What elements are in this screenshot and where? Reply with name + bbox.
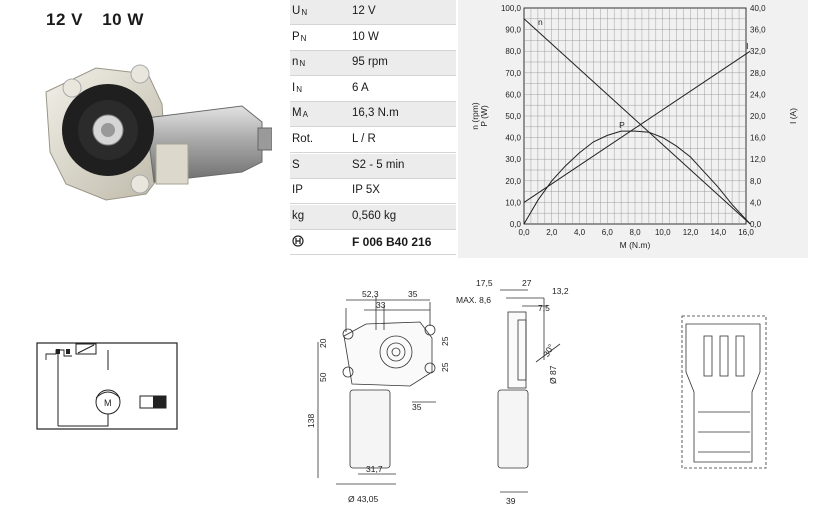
- spec-symbol: Rot.: [292, 133, 314, 145]
- spec-symbol: UN: [292, 5, 308, 17]
- spec-value: 12 V: [352, 5, 376, 17]
- series-line-P: [523, 130, 751, 225]
- motor-symbol: M: [104, 398, 112, 408]
- y-left-tick-label: 0,0: [510, 220, 522, 229]
- spec-row: IN 6 A: [290, 77, 456, 102]
- series-label-I: I: [746, 41, 748, 51]
- y-left-tick-label: 70,0: [505, 69, 521, 78]
- y-right-axis-label: I (A): [788, 108, 798, 124]
- series-line-I: [523, 50, 751, 203]
- y-left-tick-label: 20,0: [505, 177, 521, 186]
- dim-52-3: 52,3: [362, 289, 379, 299]
- spec-value: 6 A: [352, 81, 369, 94]
- x-axis-label: M (N.m): [620, 240, 651, 250]
- y-left-axis-label: P (W): [479, 105, 489, 127]
- spec-symbol: S: [292, 158, 300, 171]
- x-tick-label: 12,0: [683, 228, 699, 237]
- product-title: 12 V 10 W: [46, 10, 158, 30]
- part-number-row: F 006 B40 216: [290, 230, 456, 256]
- bosch-logo-icon: [292, 235, 304, 250]
- connector-drawing: [681, 315, 767, 469]
- y-right-tick-label: 12,0: [750, 155, 766, 164]
- x-tick-label: 16,0: [738, 228, 754, 237]
- y-right-tick-label: 4,0: [750, 198, 762, 207]
- spec-row: kg 0,560 kg: [290, 204, 456, 230]
- x-tick-label: 0,0: [518, 228, 530, 237]
- rated-voltage: 12 V: [46, 10, 83, 29]
- spec-symbol: IP: [292, 184, 303, 197]
- y-right-tick-label: 8,0: [750, 177, 762, 186]
- y-right-tick-label: 36,0: [750, 26, 766, 35]
- y-right-tick-label: 32,0: [750, 47, 766, 56]
- spec-row: S S2 - 5 min: [290, 153, 456, 179]
- spec-symbol: MA: [292, 107, 308, 120]
- y-left-tick-label: 30,0: [505, 155, 521, 164]
- spec-symbol: nN: [292, 56, 306, 69]
- y-left-tick-label: 90,0: [505, 26, 521, 35]
- y-left-tick-label: 50,0: [505, 112, 521, 121]
- dim-35-top: 35: [408, 289, 418, 299]
- y-right-tick-label: 0,0: [750, 220, 762, 229]
- x-tick-label: 8,0: [629, 228, 641, 237]
- x-tick-label: 6,0: [602, 228, 614, 237]
- dim-7-5: 7,5: [538, 303, 550, 313]
- spec-symbol: kg: [292, 209, 305, 222]
- y-right-tick-label: 20,0: [750, 112, 766, 121]
- spec-value: 95 rpm: [352, 56, 388, 69]
- x-tick-label: 10,0: [655, 228, 671, 237]
- y-right-tick-label: 24,0: [750, 90, 766, 99]
- spec-symbol: IN: [292, 81, 302, 94]
- motor-photo: [45, 64, 272, 201]
- spec-row: IP IP 5X: [290, 179, 456, 205]
- dim-13-2: 13,2: [552, 286, 569, 296]
- dim-20: 20: [318, 338, 328, 348]
- spec-value: S2 - 5 min: [352, 158, 405, 171]
- y-right-tick-label: 16,0: [750, 134, 766, 143]
- dim-39: 39: [506, 496, 516, 506]
- series-label-P: P: [619, 120, 625, 130]
- spec-value: IP 5X: [352, 184, 380, 197]
- spec-row: UN 12 V: [290, 0, 456, 25]
- dim-31-7: 31,7: [366, 464, 383, 474]
- spec-row: Rot. L / R: [290, 128, 456, 153]
- spec-row: MA 16,3 N.m: [290, 102, 456, 128]
- spec-value: 16,3 N.m: [352, 107, 399, 120]
- spec-symbol: PN: [292, 30, 307, 43]
- spec-row: PN 10 W: [290, 26, 456, 51]
- series-label-n: n: [538, 17, 543, 27]
- series-line-n: [523, 18, 751, 225]
- dim-25-a: 25: [440, 336, 450, 346]
- x-tick-label: 14,0: [710, 228, 726, 237]
- dim-27: 27: [522, 278, 532, 288]
- spec-value: L / R: [352, 133, 376, 145]
- y-right-tick-label: 40,0: [750, 4, 766, 13]
- dim-33: 33: [376, 300, 386, 310]
- dim-diameter-87: Ø 87: [548, 365, 558, 384]
- y-left-tick-label: 80,0: [505, 47, 521, 56]
- dim-max-8-6: MAX. 8,6: [456, 295, 491, 305]
- y-left-tick-label: 40,0: [505, 134, 521, 143]
- dim-35-side: 35: [412, 402, 422, 412]
- x-tick-label: 2,0: [546, 228, 558, 237]
- rated-power: 10 W: [102, 10, 144, 29]
- dim-138: 138: [306, 414, 316, 428]
- y-right-tick-label: 28,0: [750, 69, 766, 78]
- spec-value: 0,560 kg: [352, 209, 397, 222]
- y-left-axis-label: n (rpm): [470, 102, 480, 130]
- y-left-tick-label: 10,0: [505, 198, 521, 207]
- dim-17-5: 17,5: [476, 278, 493, 288]
- spec-row: nN 95 rpm: [290, 51, 456, 77]
- dim-diameter-43: Ø 43,05: [348, 494, 379, 504]
- wiring-diagram: M: [36, 342, 178, 430]
- part-number: F 006 B40 216: [352, 235, 432, 250]
- y-left-tick-label: 100,0: [501, 4, 522, 13]
- y-left-tick-label: 60,0: [505, 90, 521, 99]
- dimension-drawing: 52,3 35 33 20 50 138 25 25 35 31,7 Ø 43,…: [306, 278, 569, 506]
- dim-50: 50: [318, 372, 328, 382]
- spec-value: 10 W: [352, 30, 379, 43]
- x-tick-label: 4,0: [574, 228, 586, 237]
- dim-25-b: 25: [440, 362, 450, 372]
